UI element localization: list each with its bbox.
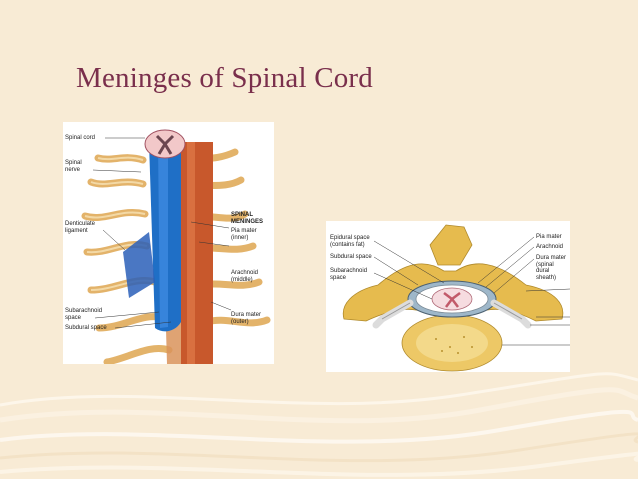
- label-spinal-cord: Spinal cord: [65, 135, 96, 141]
- label-epidural-space: Epidural space (contains fat): [330, 235, 370, 248]
- vertebra-cross-section-figure: Epidural space (contains fat) Subdural s…: [326, 221, 570, 372]
- label-subarachnoid-space-right: Subarachnoid space: [330, 268, 368, 281]
- label-spinal-nerve: Spinal nerve: [65, 160, 82, 173]
- spinal-cord-meninges-figure: Spinal cord Spinal nerve Denticulate lig…: [63, 122, 274, 364]
- vertebra-illustration: [342, 224, 570, 372]
- label-dura-mater-right: Dura mater (spinal dural sheath): [536, 255, 567, 281]
- label-arachnoid-right: Arachnoid: [536, 244, 564, 250]
- label-denticulate-ligament: Denticulate ligament: [65, 221, 96, 234]
- label-spinal-meninges: SPINAL MENINGES: [231, 212, 264, 225]
- label-subdural-space-right: Subdural space: [330, 254, 372, 260]
- label-subdural-space: Subdural space: [65, 325, 107, 331]
- label-pia-mater: Pia mater (inner): [231, 228, 257, 241]
- label-pia-mater-right: Pia mater: [536, 234, 562, 240]
- spinal-cord-illustration: [81, 129, 271, 364]
- label-dura-mater: Dura mater (outer): [231, 312, 262, 325]
- label-subarachnoid-space: Subarachnoid space: [65, 308, 103, 321]
- label-arachnoid: Arachnoid (middle): [231, 270, 259, 283]
- slide-title: Meninges of Spinal Cord: [76, 62, 373, 94]
